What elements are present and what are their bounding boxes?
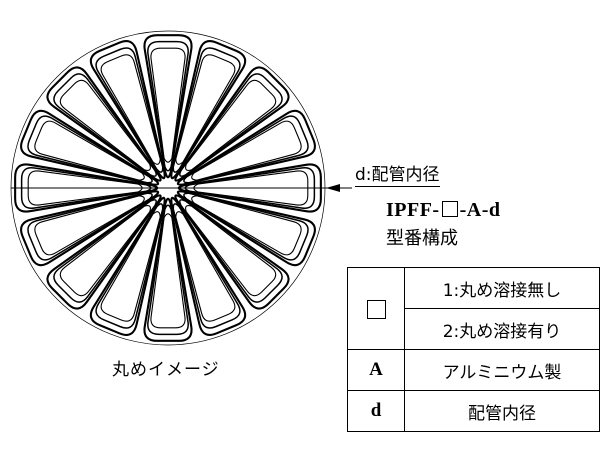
part-number-subtitle: 型番構成 (386, 228, 458, 249)
spec-table-key-cell: d (347, 390, 405, 432)
fin-outer-edge (89, 196, 166, 336)
fin-fold-flap (100, 211, 161, 322)
fin-fold-flap (175, 54, 236, 165)
fin-segment (143, 34, 193, 179)
fin-inner-edge (53, 73, 157, 177)
fin-segment-group (10, 30, 326, 346)
fin-outer-edge (174, 66, 290, 182)
fin-inner-edge (147, 204, 189, 336)
spec-table-value-cell: 1:丸め溶接無し (404, 267, 600, 309)
fin-fold-flap (185, 79, 277, 171)
fin-inner-edge (147, 40, 189, 172)
fin-outer-edge (143, 197, 193, 342)
spec-table-value-cell: 配管内径 (404, 390, 600, 432)
fin-segment (20, 190, 160, 267)
fin-inner-edge (183, 192, 309, 261)
fin-inner-edge (27, 115, 153, 184)
fin-fold-flap (34, 195, 145, 256)
spec-table-row: 2:丸め溶接有り (348, 308, 600, 350)
fin-inner-edge (172, 203, 241, 329)
fin-inner-edge (95, 203, 164, 329)
fin-outer-edge (170, 196, 247, 336)
fin-outer-edge (174, 194, 290, 310)
fin-outer-edge (46, 194, 162, 310)
diagram-caption: 丸めイメージ (112, 360, 220, 380)
fin-fold-flap (34, 120, 145, 181)
fin-fold-flap (191, 120, 302, 181)
spec-table-key-cell (347, 267, 405, 350)
square-box-icon (366, 299, 386, 319)
fin-outer-edge (20, 190, 160, 267)
spec-table-value-cell: アルミニウム製 (404, 349, 600, 391)
spec-table-key-cell: A (347, 349, 405, 391)
fin-inner-edge (172, 47, 241, 173)
fin-segment (89, 40, 166, 180)
part-number-suffix: -A-d (459, 199, 501, 221)
part-number-box-icon (441, 201, 458, 217)
fin-fold-flap (150, 47, 186, 163)
diameter-arrowhead (326, 184, 340, 192)
pipe-diameter-dimension-line (11, 184, 352, 192)
part-number-prefix: IPFF- (386, 199, 440, 221)
fin-inner-edge (179, 199, 283, 303)
fin-inner-edge (183, 115, 309, 184)
fin-fold-flap (175, 211, 236, 322)
fin-fold-flap (59, 79, 151, 171)
fin-inner-edge (27, 192, 153, 261)
fin-outer-edge (176, 190, 316, 267)
diameter-label: d:配管内径 (355, 165, 440, 187)
spec-table-value-cell: 2:丸め溶接有り (404, 308, 600, 350)
fin-fold-flap (185, 205, 277, 297)
fin-outer-edge (89, 40, 166, 180)
fin-segment (20, 109, 160, 186)
fin-fold-flap (100, 54, 161, 165)
fin-outer-edge (176, 109, 316, 186)
fin-segment (89, 196, 166, 336)
fin-fold-flap (150, 213, 186, 329)
fin-outer-edge (170, 40, 247, 180)
spec-table-row: 1:丸め溶接無し (347, 267, 600, 350)
fin-segment (174, 194, 290, 310)
fin-segment (176, 109, 316, 186)
fin-segment (176, 190, 316, 267)
fin-fold-flap (59, 205, 151, 297)
fin-inner-edge (53, 199, 157, 303)
fin-segment (170, 196, 247, 336)
fin-segment (143, 197, 193, 342)
fin-inner-edge (95, 47, 164, 173)
fin-outer-edge (20, 109, 160, 186)
part-number-pattern: IPFF- -A-d (386, 198, 500, 222)
fin-segment (170, 40, 247, 180)
fin-segment (174, 66, 290, 182)
fin-inner-edge (179, 73, 283, 177)
fin-segment (46, 194, 162, 310)
fin-fold-flap (191, 195, 302, 256)
fin-segment (46, 66, 162, 182)
fin-outer-edge (46, 66, 162, 182)
fin-outer-edge (143, 34, 193, 179)
